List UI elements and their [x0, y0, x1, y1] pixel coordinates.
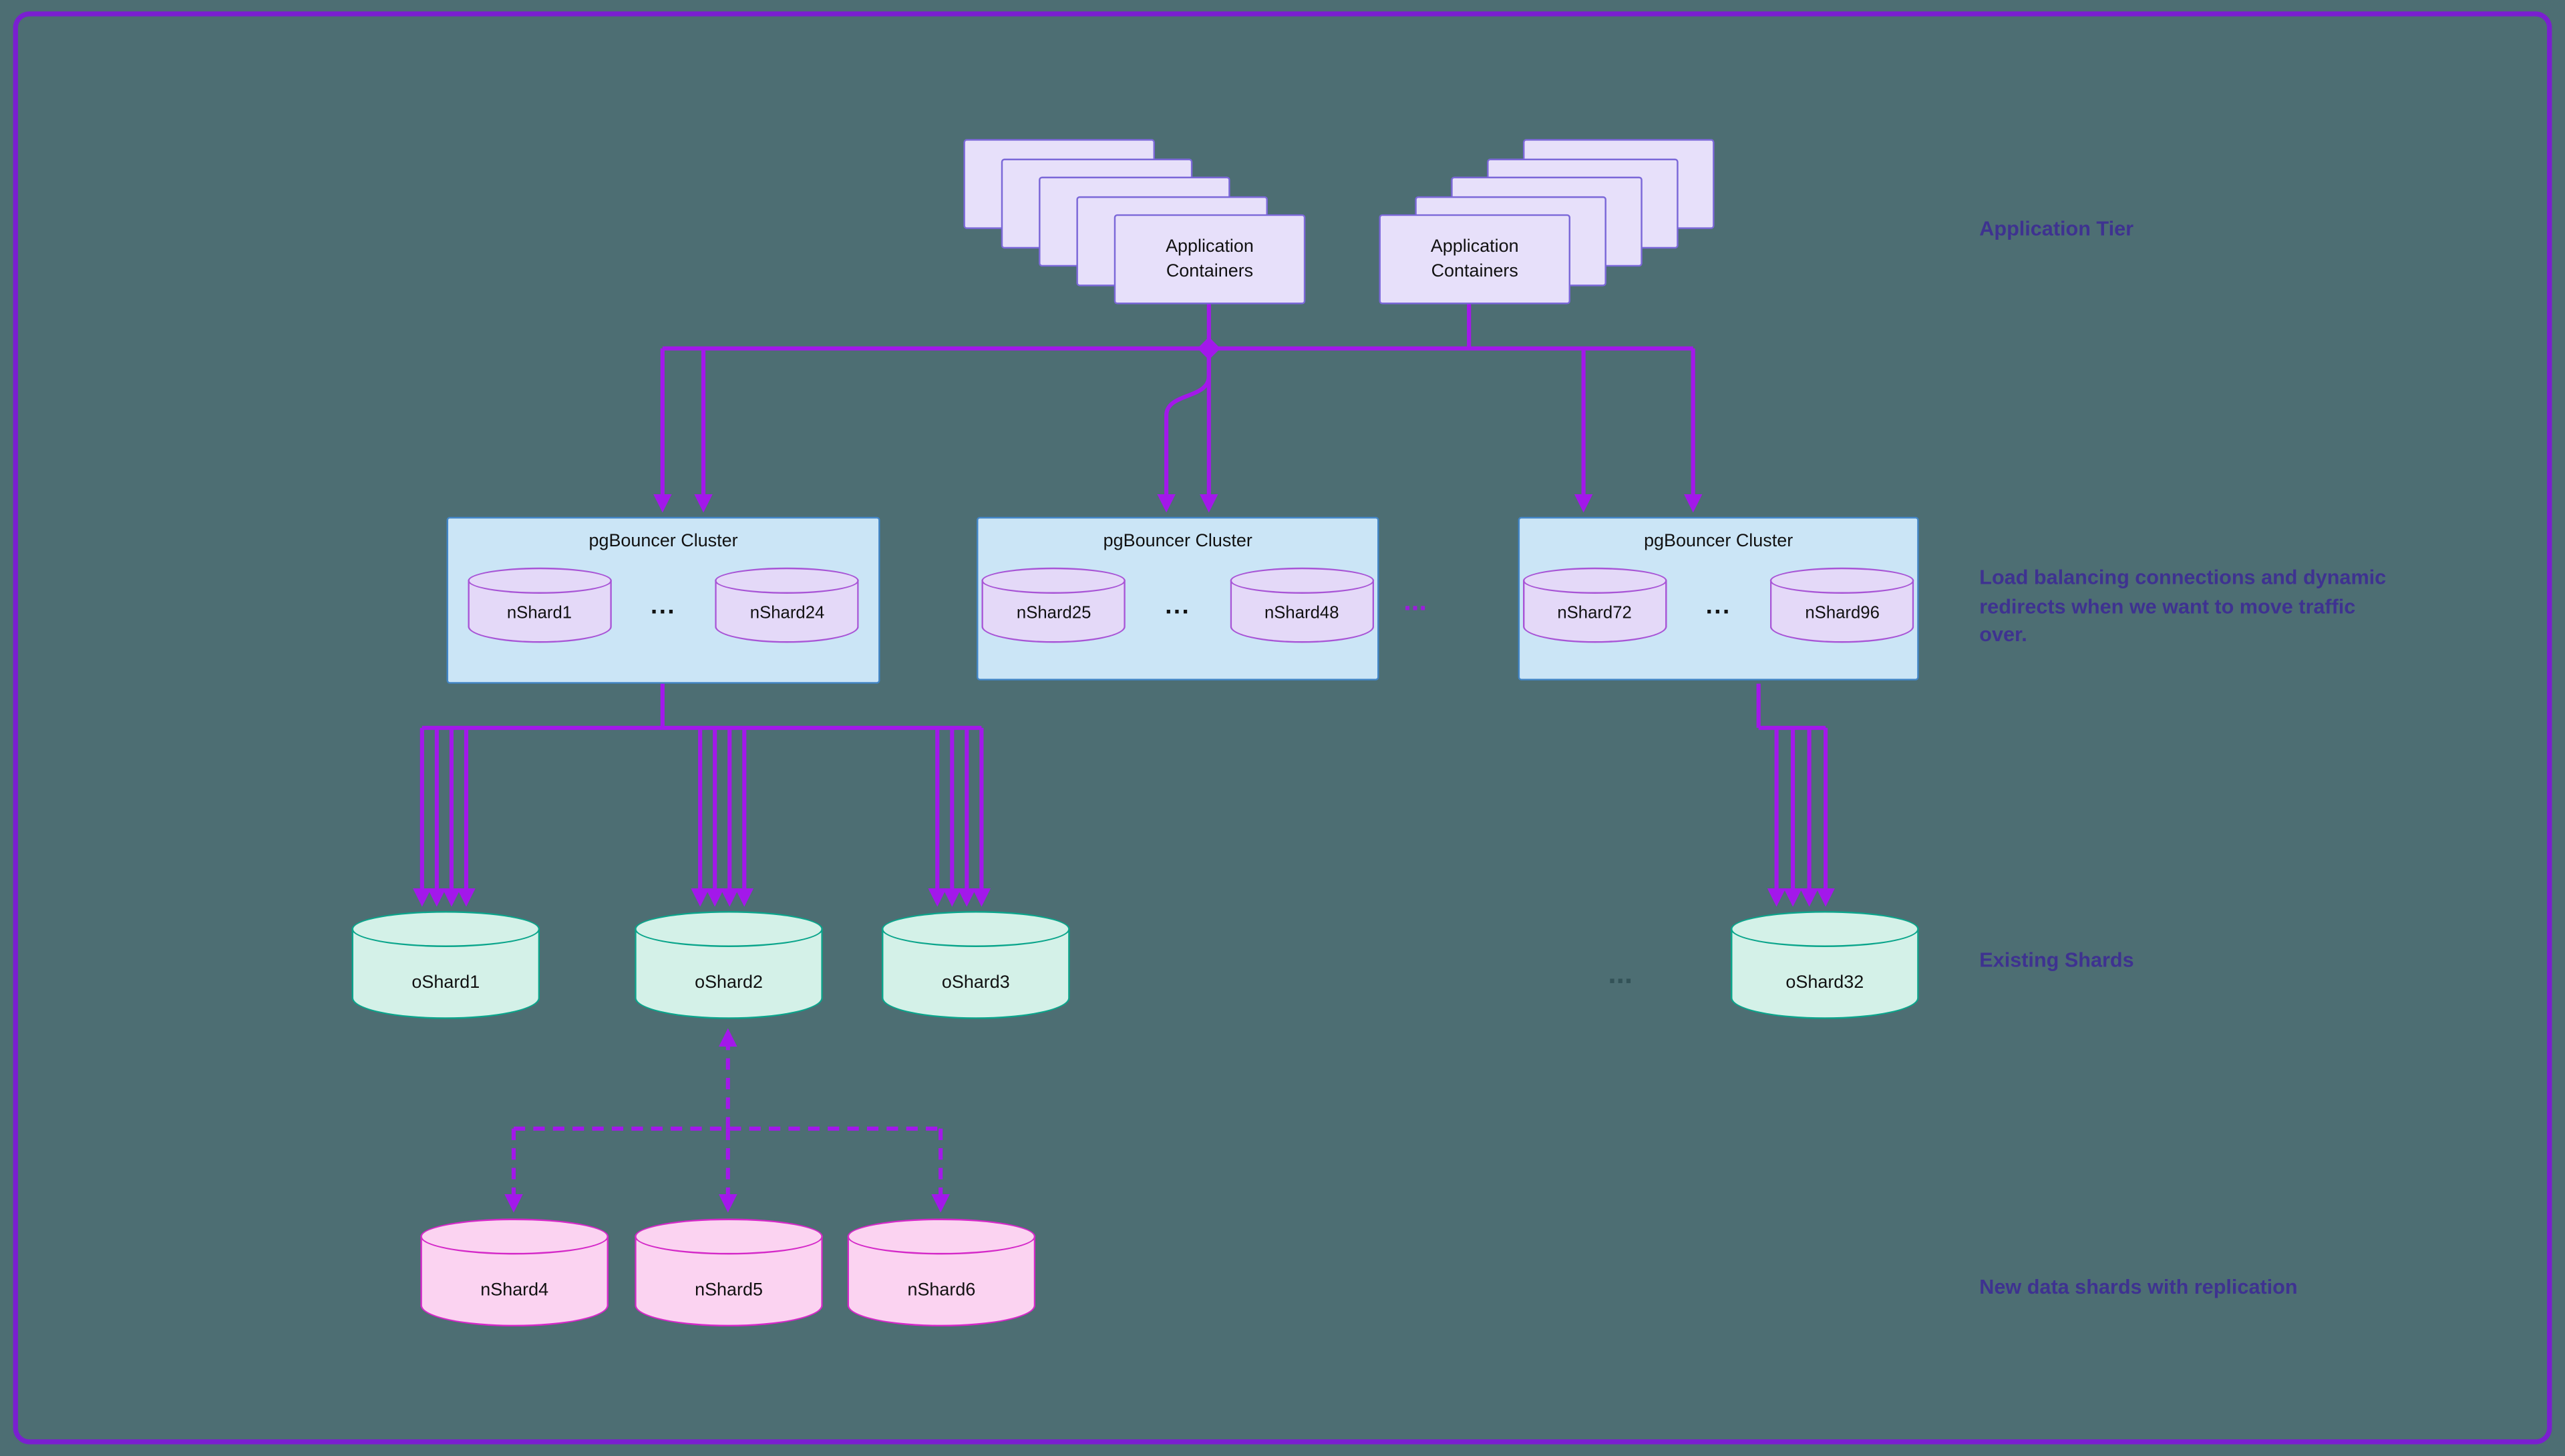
diagram-frame-border — [13, 11, 2552, 1445]
cluster-title: pgBouncer Cluster — [1103, 531, 1252, 552]
annotation-load-balancing: Load balancing connections and dynamic r… — [1979, 566, 2387, 647]
db-cylinder-oshard32: oShard32 — [1731, 911, 1919, 1019]
cylinder-top-ellipse — [1230, 567, 1374, 594]
shard-label: nShard6 — [907, 1280, 976, 1300]
cylinder-top-ellipse — [467, 567, 612, 594]
db-cylinder-nshard72: nShard72 — [1522, 567, 1667, 643]
cluster-title: pgBouncer Cluster — [1644, 531, 1793, 552]
shard-label: nShard5 — [695, 1280, 763, 1300]
cluster-ellipsis: ... — [1705, 591, 1731, 619]
cylinder-top-ellipse — [635, 1218, 823, 1255]
db-cylinder-nshard1: nShard1 — [467, 567, 612, 643]
db-cylinder-nshard24: nShard24 — [715, 567, 860, 643]
shard-label: nShard24 — [749, 603, 825, 624]
cylinder-top-ellipse — [635, 911, 823, 947]
app-containers-label: Application Containers — [1166, 236, 1254, 281]
app-containers-node-2: Application Containers — [1379, 214, 1571, 305]
shard-label: nShard4 — [480, 1280, 549, 1300]
db-cylinder-oshard1: oShard1 — [351, 911, 540, 1019]
cylinder-top-ellipse — [420, 1218, 609, 1255]
db-cylinder-nshard48: nShard48 — [1230, 567, 1374, 643]
cylinder-top-ellipse — [351, 911, 540, 947]
shard-label: oShard32 — [1785, 973, 1864, 993]
annotation-new-shards: New data shards with replication — [1979, 1276, 2298, 1299]
cylinder-top-ellipse — [1770, 567, 1914, 594]
db-cylinder-nshard4: nShard4 — [420, 1218, 609, 1327]
cluster-title: pgBouncer Cluster — [588, 531, 738, 552]
cylinder-top-ellipse — [981, 567, 1126, 594]
annotation-existing-shards: Existing Shards — [1979, 948, 2134, 972]
pgbouncer-cluster-1: pgBouncer Cluster nShard1 ... nShard24 — [446, 516, 880, 684]
existing-shards-ellipsis: ... — [1608, 956, 1633, 990]
shard-label: oShard3 — [941, 973, 1010, 993]
shard-label: oShard1 — [411, 973, 480, 993]
cluster-ellipsis: ... — [651, 591, 677, 619]
db-cylinder-nshard6: nShard6 — [847, 1218, 1036, 1327]
cylinder-top-ellipse — [1731, 911, 1919, 947]
cylinder-top-ellipse — [715, 567, 860, 594]
db-cylinder-nshard25: nShard25 — [981, 567, 1126, 643]
shard-label: nShard25 — [1016, 603, 1091, 624]
cluster-gap-ellipsis: ... — [1403, 585, 1427, 617]
annotation-application-tier: Application Tier — [1979, 217, 2134, 241]
db-cylinder-oshard3: oShard3 — [882, 911, 1070, 1019]
shard-label: nShard48 — [1264, 603, 1339, 624]
shard-label: oShard2 — [695, 973, 763, 993]
db-cylinder-nshard5: nShard5 — [635, 1218, 823, 1327]
cylinder-top-ellipse — [847, 1218, 1036, 1255]
app-containers-node-1: Application Containers — [1114, 214, 1306, 305]
shard-label: nShard72 — [1557, 603, 1632, 624]
cluster-shard-row: nShard72 ... nShard96 — [1522, 567, 1914, 643]
cluster-ellipsis: ... — [1165, 591, 1191, 619]
shard-label: nShard1 — [506, 603, 572, 624]
cylinder-top-ellipse — [882, 911, 1070, 947]
pgbouncer-cluster-2: pgBouncer Cluster nShard25 ... nShard48 — [977, 516, 1379, 681]
db-cylinder-oshard2: oShard2 — [635, 911, 823, 1019]
cluster-shard-row: nShard25 ... nShard48 — [981, 567, 1374, 643]
db-cylinder-nshard96: nShard96 — [1770, 567, 1914, 643]
app-containers-label: Application Containers — [1430, 236, 1519, 281]
shard-label: nShard96 — [1805, 603, 1880, 624]
cylinder-top-ellipse — [1522, 567, 1667, 594]
cluster-shard-row: nShard1 ... nShard24 — [467, 567, 860, 643]
pgbouncer-cluster-3: pgBouncer Cluster nShard72 ... nShard96 — [1518, 516, 1919, 681]
